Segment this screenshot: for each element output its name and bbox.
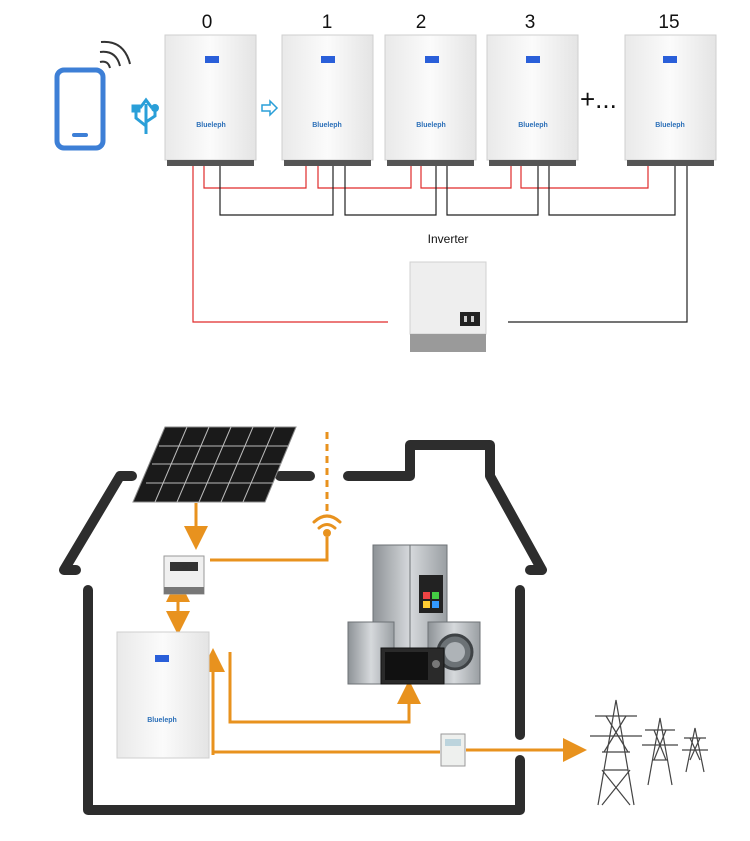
phone-icon [54, 67, 106, 151]
battery-brand-logo: Blueleph [196, 122, 226, 129]
unit-0-label: 0 [202, 12, 213, 33]
inverter-unit [409, 261, 487, 352]
home-battery: Blueleph [116, 631, 210, 759]
battery-brand-logo: Blueleph [312, 122, 342, 129]
electric-meter-icon [440, 733, 466, 767]
inverter-label: Inverter [428, 232, 469, 246]
appliances [347, 544, 481, 685]
arrow-right-icon [261, 99, 279, 117]
wifi-signal-icon [99, 40, 131, 69]
unit-3-label: 3 [525, 12, 536, 33]
positive-wires [192, 166, 649, 323]
negative-wires [219, 166, 688, 323]
unit-2-label: 2 [416, 12, 427, 33]
unit-15-label: 15 [658, 12, 679, 33]
hybrid-inverter: ZEMEI [163, 555, 205, 595]
power-tower-icon [590, 699, 708, 806]
inverter-brand-logo: ZEMEI [176, 565, 192, 571]
solar-panel [132, 426, 297, 503]
battery-chain: 0 1 2 3 15 Blueleph Blueleph Blueleph Bl… [54, 12, 717, 352]
battery-brand-logo: Blueleph [655, 122, 685, 129]
house-outline [59, 440, 547, 815]
battery-unit-2: Blueleph [384, 34, 477, 166]
battery-unit-0: Blueleph [164, 34, 257, 166]
wifi-signal-icon [312, 514, 342, 537]
battery-brand-logo: Blueleph [518, 122, 548, 129]
battery-brand-logo: Blueleph [416, 122, 446, 129]
battery-unit-3: Blueleph [486, 34, 579, 166]
usb-icon [131, 97, 159, 134]
ellipsis-label: +... [580, 84, 617, 114]
unit-1-label: 1 [322, 12, 333, 33]
battery-unit-1: Blueleph [281, 34, 374, 166]
battery-unit-15: Blueleph [624, 34, 717, 166]
battery-brand-logo: Blueleph [147, 717, 177, 724]
house-scene: ZEMEI Blueleph [59, 426, 708, 815]
